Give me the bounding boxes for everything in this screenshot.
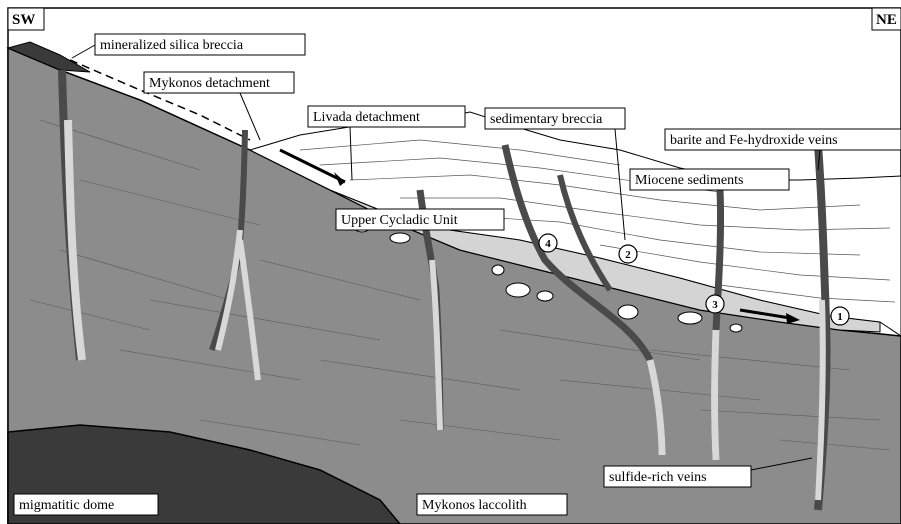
marker-4: 4 bbox=[539, 234, 557, 252]
label-mykonos-laccolith: Mykonos laccolith bbox=[417, 494, 567, 515]
marker-3: 3 bbox=[706, 295, 724, 313]
svg-text:sulfide-rich veins: sulfide-rich veins bbox=[609, 470, 707, 485]
svg-text:Miocene sediments: Miocene sediments bbox=[635, 173, 743, 188]
label-miocene-sediments: Miocene sediments bbox=[630, 169, 789, 190]
label-barite-veins: barite and Fe-hydroxide veins bbox=[665, 129, 901, 150]
marker-1: 1 bbox=[831, 307, 849, 325]
label-migmatitic-dome: migmatitic dome bbox=[14, 494, 158, 515]
svg-text:Mykonos detachment: Mykonos detachment bbox=[149, 76, 270, 91]
svg-text:barite and Fe-hydroxide veins: barite and Fe-hydroxide veins bbox=[670, 133, 838, 148]
svg-text:migmatitic dome: migmatitic dome bbox=[19, 498, 114, 513]
svg-text:sedimentary breccia: sedimentary breccia bbox=[490, 112, 603, 127]
svg-text:SW: SW bbox=[12, 12, 35, 28]
svg-text:4: 4 bbox=[545, 238, 551, 250]
svg-text:3: 3 bbox=[712, 299, 718, 311]
svg-text:Livada detachment: Livada detachment bbox=[313, 110, 420, 125]
label-livada-detachment: Livada detachment bbox=[308, 106, 465, 127]
svg-text:1: 1 bbox=[837, 311, 843, 323]
svg-text:Upper Cycladic Unit: Upper Cycladic Unit bbox=[341, 213, 458, 228]
marker-2: 2 bbox=[619, 245, 637, 263]
label-mykonos-detachment: Mykonos detachment bbox=[144, 72, 294, 93]
svg-text:Mykonos laccolith: Mykonos laccolith bbox=[422, 498, 527, 513]
corner-sw: SW bbox=[8, 8, 44, 30]
svg-text:NE: NE bbox=[876, 12, 897, 28]
label-sedimentary-breccia: sedimentary breccia bbox=[485, 108, 625, 129]
label-sulfide-rich-veins: sulfide-rich veins bbox=[604, 466, 751, 487]
svg-text:2: 2 bbox=[625, 249, 631, 261]
corner-ne: NE bbox=[872, 8, 901, 30]
svg-text:mineralized silica breccia: mineralized silica breccia bbox=[100, 38, 244, 53]
label-mineralized-silica-breccia: mineralized silica breccia bbox=[95, 34, 305, 55]
label-upper-cycladic-unit: Upper Cycladic Unit bbox=[336, 209, 504, 230]
